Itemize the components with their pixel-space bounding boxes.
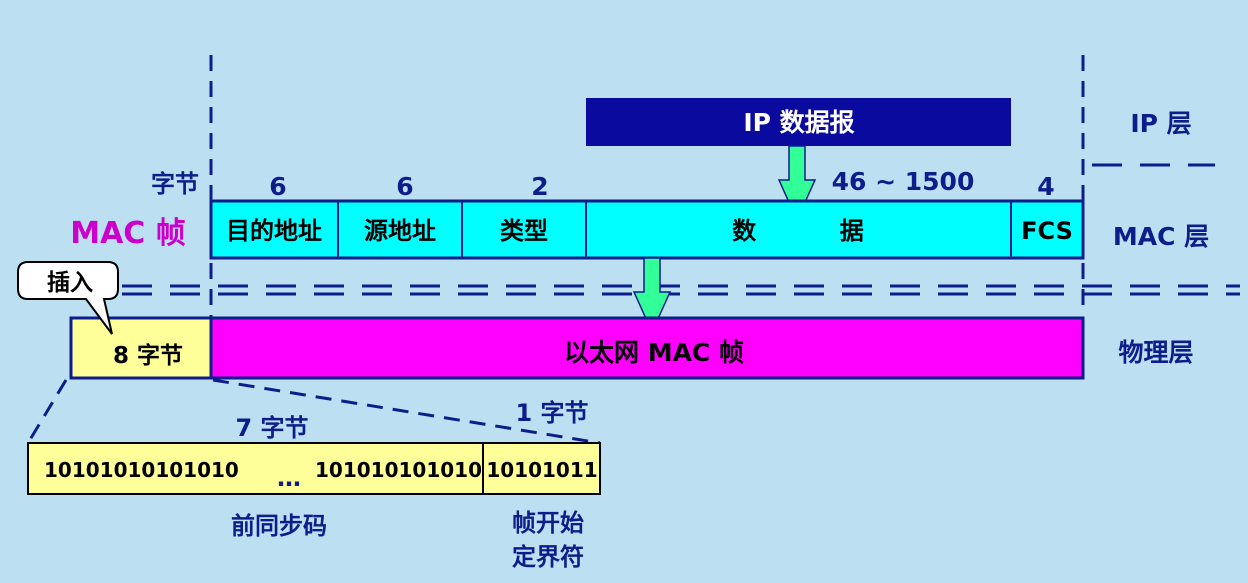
mac-frame: 目的地址 源地址 类型 数 据 FCS (209, 199, 1085, 260)
sync-bits-ellipsis: … (277, 464, 301, 492)
sfd-caption-line1: 帧开始 (512, 509, 584, 537)
preamble-box-label: 8 字节 (113, 342, 183, 369)
sfd-caption-line2: 定界符 (512, 543, 584, 571)
field-fcs-label: FCS (1021, 217, 1073, 245)
field-bytes-src: 6 (396, 172, 413, 201)
preamble-box (69, 316, 213, 380)
bytes-row-label: 字节 (151, 170, 199, 198)
field-bytes-type: 2 (531, 172, 548, 201)
mac-frame-title: MAC 帧 (70, 216, 186, 251)
insert-callout-label: 插入 (47, 270, 93, 296)
field-bytes-data: 46 ~ 1500 (832, 167, 975, 196)
expand-line-right (212, 378, 601, 445)
field-bytes-fcs: 4 (1037, 172, 1054, 201)
sync-bits-start: 10101010101010 (44, 458, 239, 482)
down-arrow-data-to-physical (632, 257, 672, 334)
field-bytes-dest: 6 (269, 172, 286, 201)
field-src-label: 源地址 (364, 217, 436, 245)
sfd-bytes-label: 1 字节 (515, 399, 588, 427)
sync-bits-end: 101010101010 (315, 458, 482, 482)
field-src-box (337, 200, 463, 259)
ethernet-frame-label: 以太网 MAC 帧 (564, 338, 744, 367)
insert-callout-bubble (17, 261, 119, 335)
field-type-label: 类型 (500, 217, 548, 245)
ethernet-frame-box (209, 316, 1085, 380)
layer-label-physical: 物理层 (1118, 338, 1193, 367)
ip-datagram-box (586, 98, 1011, 146)
preamble-detail-box (27, 442, 601, 495)
layer-label-ip: IP 层 (1130, 109, 1191, 138)
expand-line-left (26, 379, 68, 444)
sync-bytes-label: 7 字节 (235, 414, 308, 442)
layer-label-mac: MAC 层 (1113, 222, 1209, 251)
sync-caption: 前同步码 (231, 512, 327, 540)
field-dest-label: 目的地址 (226, 217, 322, 245)
sfd-bits: 10101011 (486, 458, 597, 482)
field-data-label: 数 据 (732, 217, 864, 245)
ip-datagram-label: IP 数据报 (743, 108, 854, 137)
